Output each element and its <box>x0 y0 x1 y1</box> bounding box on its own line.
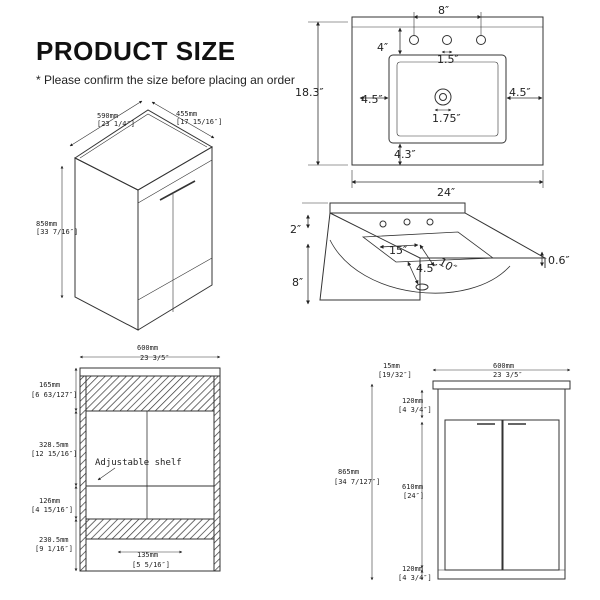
cabinet-front <box>137 146 213 331</box>
inner-shelf <box>85 518 215 540</box>
outer-bottom-in: [4 3/4″] <box>398 574 432 582</box>
inner-top-mm: 165mm <box>39 381 60 389</box>
cabinet-width-in: [23 1/4″] <box>97 120 135 128</box>
inner-base-mm: 135mm <box>137 551 158 559</box>
outer-top-thick-in: [19/32″] <box>378 371 412 379</box>
order-notice: * Please confirm the size before placing… <box>36 73 295 87</box>
front-edge <box>319 212 421 301</box>
inner-lower-mm: 230.5mm <box>39 536 69 544</box>
inner-top-in: [6 63/127″] <box>31 391 77 399</box>
width-label: 24″ <box>437 186 455 199</box>
cabinet-height-mm: 850mm <box>36 220 57 228</box>
inner-width-mm: 600mm <box>137 344 158 352</box>
top-view-drawing <box>308 12 544 188</box>
drain-ellipse <box>415 283 429 291</box>
front-inner-drawing <box>74 355 221 572</box>
back-margin-label: 4″ <box>377 41 388 54</box>
perspective-top-drawing <box>302 202 547 305</box>
cabinet-height-in: [33 7/16″] <box>36 228 78 236</box>
outer-right-door <box>502 419 560 571</box>
inner-upper-in: [12 15/16″] <box>31 450 77 458</box>
outer-door-mm: 610mm <box>402 483 423 491</box>
drain-hole <box>434 88 452 106</box>
outer-width-mm: 600mm <box>493 362 514 370</box>
inner-upper-mm: 328.5mm <box>39 441 69 449</box>
faucet-hole-center <box>442 35 452 45</box>
inner-base-in: [5 5/16″] <box>132 561 170 569</box>
top-surface <box>329 212 547 259</box>
faucet-hole-left <box>409 35 419 45</box>
top-view-labels: 8″ 18.3″ 24″ 4″ 4.5″ 4.5″ 1.5″ 1.75″ 4.3… <box>295 4 531 199</box>
drain-label: 1.75″ <box>432 112 461 125</box>
cabinet-width-mm: 590mm <box>97 112 118 120</box>
outer-width-in: 23 3/5″ <box>493 371 523 379</box>
front-inner-labels: 600mm 23 3/5″ 165mm [6 63/127″] 328.5mm … <box>31 344 182 569</box>
outer-total-in: [34 7/127″] <box>334 478 380 486</box>
drawer-handle <box>159 180 196 201</box>
outer-left-door <box>444 419 503 571</box>
outer-top-rail-mm: 120mm <box>402 397 423 405</box>
faucet-hole-label: 1.5″ <box>437 53 459 66</box>
inner-drawer-in: [4 15/16″] <box>31 506 73 514</box>
inner-drawer-mm: 126mm <box>39 497 60 505</box>
adjustable-shelf-label: Adjustable shelf <box>95 458 182 468</box>
outer-door-in: [24″] <box>403 492 424 500</box>
inner-right-side <box>213 375 221 572</box>
inner-countertop <box>79 367 221 377</box>
inner-top-rail <box>85 375 215 412</box>
front-outer-drawing <box>370 368 571 581</box>
perspective-top-labels: 2″ 8″ 15″ 10″ 4.5″ 0.6″ <box>290 223 570 289</box>
drain-offset-label: 4.5″ <box>416 262 438 275</box>
basin-depth-label: 8″ <box>292 276 303 289</box>
inner-drawer <box>85 485 215 520</box>
cabinet-3d-labels: 590mm [23 1/4″] 455mm [17 15/16″] 850mm … <box>36 110 222 236</box>
right-margin-label: 4.5″ <box>509 86 531 99</box>
basin-length-label: 15″ <box>389 244 407 257</box>
inner-lower-in: [9 1/16″] <box>35 545 73 553</box>
backsplash-label: 2″ <box>290 223 301 236</box>
outer-bottom-mm: 120mm <box>402 565 423 573</box>
inner-left-side <box>79 375 87 572</box>
outer-cabinet-body <box>437 388 566 580</box>
front-outer-labels: 15mm [19/32″] 600mm 23 3/5″ 865mm [34 7/… <box>334 362 523 582</box>
thickness-label: 0.6″ <box>548 254 570 267</box>
page-title: PRODUCT SIZE <box>36 36 236 66</box>
front-margin-label: 4.3″ <box>394 148 416 161</box>
left-margin-label: 4.5″ <box>361 93 383 106</box>
inner-width-in: 23 3/5″ <box>140 354 170 362</box>
outer-top-thick-mm: 15mm <box>383 362 400 370</box>
backsplash <box>329 202 466 214</box>
cabinet-depth-mm: 455mm <box>176 110 197 118</box>
cabinet-3d-drawing <box>60 100 215 331</box>
depth-label: 18.3″ <box>295 86 324 99</box>
faucet-spacing-label: 8″ <box>438 4 449 17</box>
faucet-hole-right <box>476 35 486 45</box>
outer-total-mm: 865mm <box>338 468 359 476</box>
outer-countertop <box>432 380 571 390</box>
outer-top-rail-in: [4 3/4″] <box>398 406 432 414</box>
basin-outline <box>388 54 507 144</box>
basin-rim <box>361 231 495 263</box>
cabinet-side <box>74 157 139 331</box>
cabinet-depth-in: [17 15/16″] <box>176 118 222 126</box>
inner-base-bay <box>85 538 215 572</box>
